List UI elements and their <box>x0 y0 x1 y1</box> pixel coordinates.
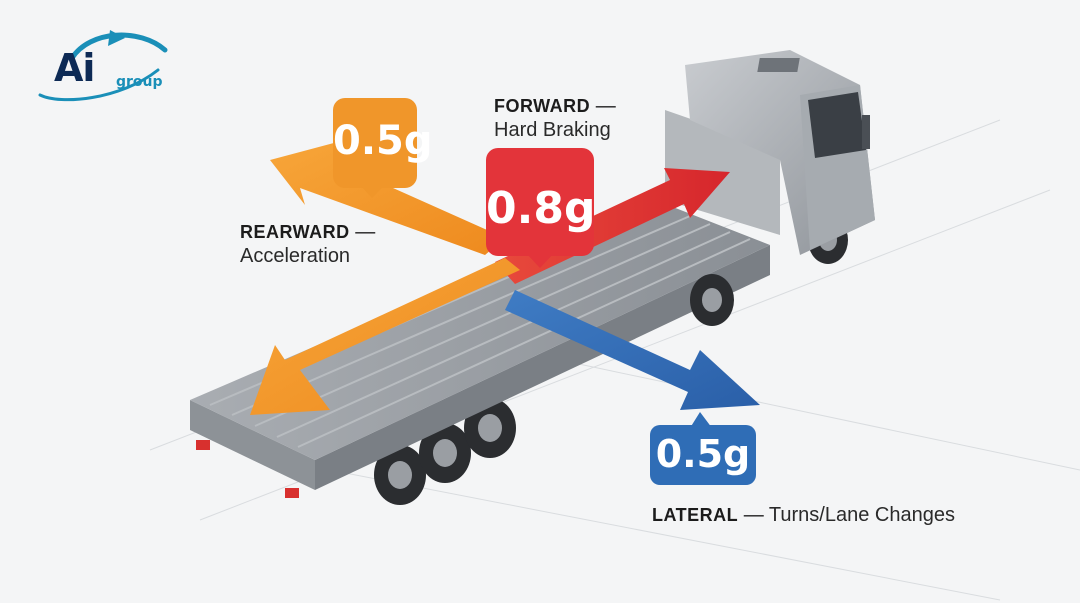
trailer-long-side <box>315 245 770 490</box>
lateral-label: LATERAL — Turns/Lane Changes <box>652 504 955 526</box>
lateral-arrow <box>505 290 760 410</box>
cab-roof-vent <box>757 58 800 72</box>
lateral-badge <box>650 412 756 485</box>
trailer-bed <box>190 200 770 460</box>
forward-badge <box>486 148 594 268</box>
company-logo: Ai group <box>38 30 188 105</box>
rearward-label: REARWARD — Acceleration <box>240 221 376 267</box>
forward-label: FORWARD — Hard Braking <box>494 95 616 141</box>
lateral-value: 0.5g <box>655 432 751 476</box>
arrow-swoosh-icon <box>38 30 168 102</box>
forward-value: 0.8g <box>486 183 596 234</box>
tail-light-right <box>285 488 299 498</box>
windshield <box>808 92 866 158</box>
tail-light-left <box>196 440 210 450</box>
mirror <box>862 115 870 149</box>
logo-subtext: group <box>116 74 163 90</box>
rearward-value: 0.5g <box>333 118 433 164</box>
rearward-arrow-upper <box>270 140 505 255</box>
rearward-arrow <box>250 258 520 415</box>
logo-mark: Ai <box>54 46 95 90</box>
rearward-badge <box>333 98 417 198</box>
trailer-side <box>190 400 315 490</box>
